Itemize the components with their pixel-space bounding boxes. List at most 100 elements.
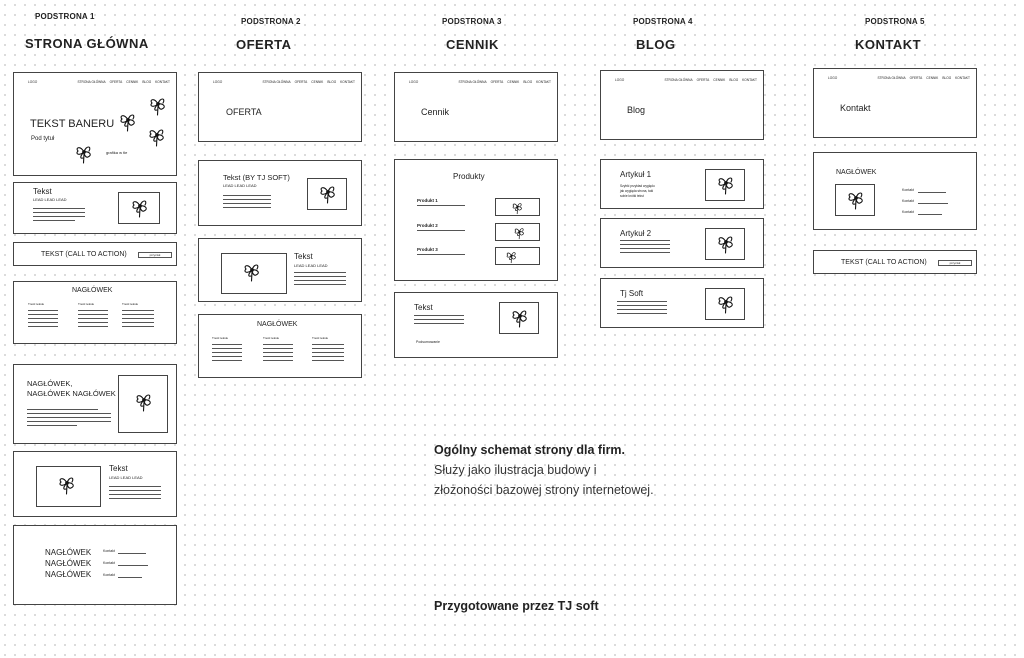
nav-item-blog[interactable]: BLOG [523,80,533,84]
flower-icon [514,228,524,240]
blog-article-1[interactable]: Artykuł 1 Szybki przykład wyglądu jak wy… [600,159,764,209]
image-placeholder [495,223,540,241]
nav-logo: LOGO [828,76,838,80]
page-title: Kontakt [840,103,871,113]
text-lines [109,486,161,502]
flower-icon [320,186,335,204]
column-label: Treść tekstu [78,302,95,306]
contact-label: Kontakt [103,561,115,565]
nav-item-home[interactable]: STRONA GŁÓWNA [664,78,693,82]
description-line: złożoności bazowej strony internetowej. [434,483,654,497]
text-lines [263,344,293,364]
nav-item-pricing[interactable]: CENNIK [507,80,520,84]
text-lead: LEAD LEAD LEAD [223,183,257,188]
column-label-2: PODSTRONA 2 [241,17,301,26]
flower-icon [506,252,516,264]
nav-item-contact[interactable]: KONTAKT [155,80,170,84]
contact-label: Kontakt [103,549,115,553]
nav-item-contact[interactable]: KONTAKT [340,80,355,84]
blog-article-2[interactable]: Artykuł 2 [600,218,764,268]
flower-icon [59,477,74,495]
text-lines [212,344,242,364]
author-credit: Przygotowane przez TJ soft [434,599,599,613]
flower-icon [718,177,733,195]
product-label: Produkt 3 [417,247,438,252]
offer-text1-section: Tekst (BY TJ SOFT) LEAD LEAD LEAD [198,160,362,226]
nav-item-offer[interactable]: OFERTA [294,80,308,84]
blog-article-3[interactable]: Tj Soft [600,278,764,328]
column-title-1: STRONA GŁÓWNA [25,36,149,51]
home-text2-section: Tekst LEAD LEAD LEAD [13,451,177,517]
image-placeholder [499,302,539,334]
nav-item-offer[interactable]: OFERTA [490,80,504,84]
nav-item-home[interactable]: STRONA GŁÓWNA [262,80,291,84]
contact-heading: NAGŁÓWEK [45,548,92,557]
nav-item-home[interactable]: STRONA GŁÓWNA [458,80,487,84]
image-placeholder [835,184,875,216]
column-title-5: KONTAKT [855,37,922,52]
page-title: Cennik [421,107,450,117]
contact-cta-section: TEKST (CALL TO ACTION) przycisk [813,250,977,274]
pricing-header-frame: LOGO STRONA GŁÓWNA OFERTA CENNIK BLOG KO… [394,72,558,142]
text-lines [620,240,670,256]
column-title-3: CENNIK [446,37,499,52]
nav-item-home[interactable]: STRONA GŁÓWNA [877,76,906,80]
image-placeholder [705,169,745,201]
column-label: Treść tekstu [212,336,229,340]
image-placeholder [36,466,101,507]
navbar: LOGO STRONA GŁÓWNA OFERTA CENNIK BLOG KO… [395,80,557,88]
nav-item-blog[interactable]: BLOG [142,80,152,84]
home-cta-section: TEKST (CALL TO ACTION) przycisk [13,242,177,266]
banner-subtitle: Pod tytuł [31,136,55,142]
home-text-section: Tekst LEAD LEAD LEAD [13,182,177,234]
nav-item-home[interactable]: STRONA GŁÓWNA [77,80,106,84]
nav-item-pricing[interactable]: CENNIK [311,80,324,84]
column-title-2: OFERTA [236,37,292,52]
pricing-text-section: Tekst Podsumowanie [394,292,558,358]
nav-item-blog[interactable]: BLOG [729,78,739,82]
nav-item-offer[interactable]: OFERTA [109,80,123,84]
description-title: Ogólny schemat strony dla firm. [434,443,626,457]
cta-button[interactable]: przycisk [138,252,172,258]
text-lines [617,301,667,317]
image-placeholder [495,247,540,265]
nav-item-contact[interactable]: KONTAKT [955,76,970,80]
image-placeholder [705,288,745,320]
product-label: Produkt 1 [417,198,438,203]
text-lines [223,195,271,211]
contact-label: Kontakt [902,188,914,192]
nav-item-contact[interactable]: KONTAKT [536,80,551,84]
contact-heading: NAGŁÓWEK [45,559,92,568]
nav-logo: LOGO [28,80,38,84]
nav-item-offer[interactable]: OFERTA [909,76,923,80]
blog-header-frame: LOGO STRONA GŁÓWNA OFERTA CENNIK BLOG KO… [600,70,764,140]
article-title: Artykuł 1 [620,170,652,179]
heading-line: NAGŁÓWEK, [27,379,73,388]
flower-icon [120,114,135,132]
flower-icon [136,394,151,412]
nav-item-pricing[interactable]: CENNIK [926,76,939,80]
article-title: Artykuł 2 [620,229,652,238]
nav-item-pricing[interactable]: CENNIK [126,80,139,84]
column-label: Treść tekstu [122,302,139,306]
flower-icon [132,200,147,218]
nav-item-offer[interactable]: OFERTA [696,78,710,82]
contact-heading: NAGŁÓWEK [45,570,92,579]
column-label: Treść tekstu [263,336,280,340]
products-title: Produkty [453,172,485,181]
flower-icon [848,192,863,210]
section-heading: NAGŁÓWEK [72,287,113,294]
flower-icon [512,203,522,215]
article-desc: Szybki przykład wyglądu [620,184,655,188]
nav-item-blog[interactable]: BLOG [942,76,952,80]
nav-item-contact[interactable]: KONTAKT [742,78,757,82]
flower-icon [244,264,259,282]
text-title: Tekst [33,187,52,196]
flower-icon [718,296,733,314]
nav-item-pricing[interactable]: CENNIK [713,78,726,82]
home-contact-section: NAGŁÓWEK NAGŁÓWEK NAGŁÓWEK Kontakt Konta… [13,525,177,605]
cta-button[interactable]: przycisk [938,260,972,266]
nav-item-blog[interactable]: BLOG [327,80,337,84]
text-lines [33,208,85,224]
home-heading-section: NAGŁÓWEK, NAGŁÓWEK NAGŁÓWEK [13,364,177,444]
